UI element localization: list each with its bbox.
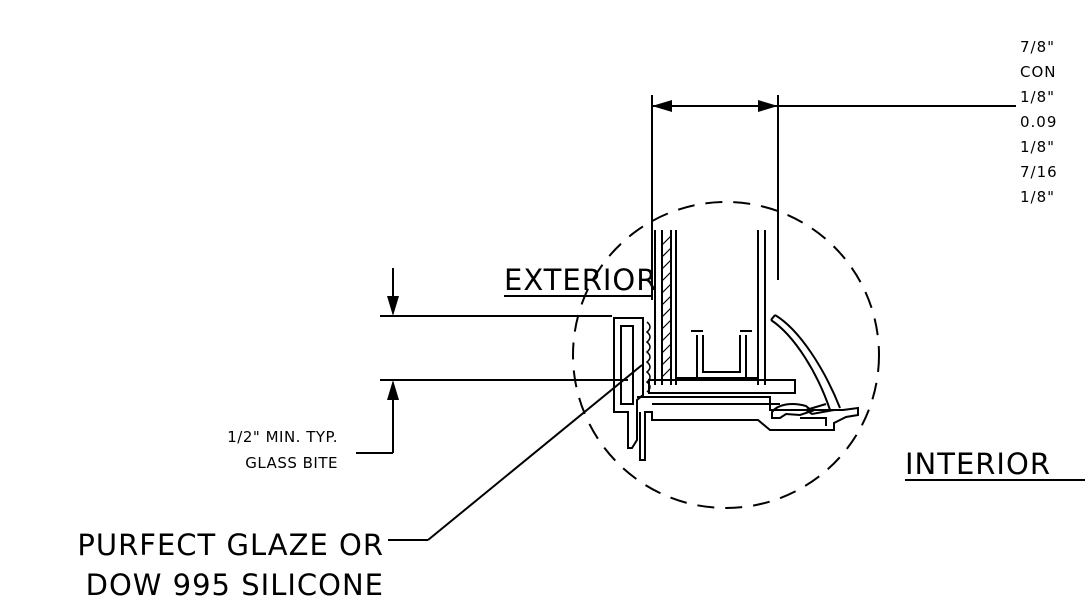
setting-block xyxy=(648,379,796,394)
glass-bite-note-line-2: GLASS BITE xyxy=(245,454,338,472)
glass-makeup-line-2: CON xyxy=(1020,63,1057,81)
interior-label: INTERIOR xyxy=(905,447,1051,481)
sealant-leader xyxy=(388,364,643,541)
glass-makeup-line-1: 7/8" xyxy=(1020,38,1055,56)
exterior-label: EXTERIOR xyxy=(504,263,657,297)
insulated-glass-unit xyxy=(654,230,766,385)
glass-makeup-line-4: 0.09 xyxy=(1020,113,1057,131)
glass-bite-dimension xyxy=(356,268,628,454)
interior-gasket xyxy=(770,314,841,416)
detail-circle xyxy=(572,201,880,509)
glass-makeup-line-3: 1/8" xyxy=(1020,88,1055,106)
sealant-note-line-1: PURFECT GLAZE OR xyxy=(77,528,384,562)
exterior-sealant-bead xyxy=(645,321,651,393)
glass-makeup-callout: 7/8" CON 1/8" 0.09 1/8" 7/16 1/8" xyxy=(1020,38,1058,206)
glass-makeup-line-7: 1/8" xyxy=(1020,188,1055,206)
sealant-note-line-2: DOW 995 SILICONE xyxy=(86,568,384,602)
sill-frame xyxy=(613,317,859,461)
glass-makeup-line-5: 1/8" xyxy=(1020,138,1055,156)
glass-bite-note-line-1: 1/2" MIN. TYP. xyxy=(227,428,338,446)
glass-makeup-line-6: 7/16 xyxy=(1020,163,1058,181)
glass-thickness-dimension xyxy=(651,95,1016,300)
